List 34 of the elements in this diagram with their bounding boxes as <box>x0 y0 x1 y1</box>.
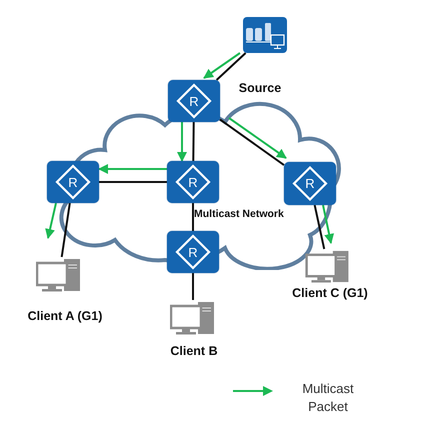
network-label: Multicast Network <box>194 208 284 220</box>
packet-flow-arrow <box>322 204 334 244</box>
packet-flow-arrow <box>177 122 187 162</box>
router-letter: R <box>305 177 315 190</box>
computer-icon <box>170 300 216 336</box>
network-link <box>192 273 194 300</box>
network-link <box>192 203 194 231</box>
node-caption: Client B <box>169 343 219 360</box>
legend-label: Multicast Packet <box>301 380 355 416</box>
network-link <box>99 181 167 183</box>
router-box <box>167 231 219 273</box>
node-caption: Source <box>238 80 282 97</box>
network-link <box>219 118 285 166</box>
computer-icon <box>36 257 82 293</box>
packet-flow-arrow <box>228 117 287 159</box>
router-letter: R <box>68 176 78 188</box>
network-link <box>60 202 71 258</box>
router-box <box>168 80 220 122</box>
router-box <box>47 161 99 203</box>
router-box <box>284 162 336 205</box>
packet-flow-arrow <box>203 52 241 79</box>
router-letter: R <box>188 176 198 188</box>
network-link <box>314 204 326 250</box>
server-icon <box>243 17 287 53</box>
router-letter: R <box>188 246 198 258</box>
computer-icon <box>305 249 351 284</box>
router-box <box>167 161 219 203</box>
node-caption: Client C (G1) <box>291 285 369 302</box>
node-caption: Client A (G1) <box>26 308 104 325</box>
packet-flow-arrow <box>45 202 57 239</box>
packet-flow-arrow <box>98 164 167 174</box>
network-link <box>192 122 195 162</box>
network-link <box>216 52 246 81</box>
router-letter: R <box>189 94 199 108</box>
